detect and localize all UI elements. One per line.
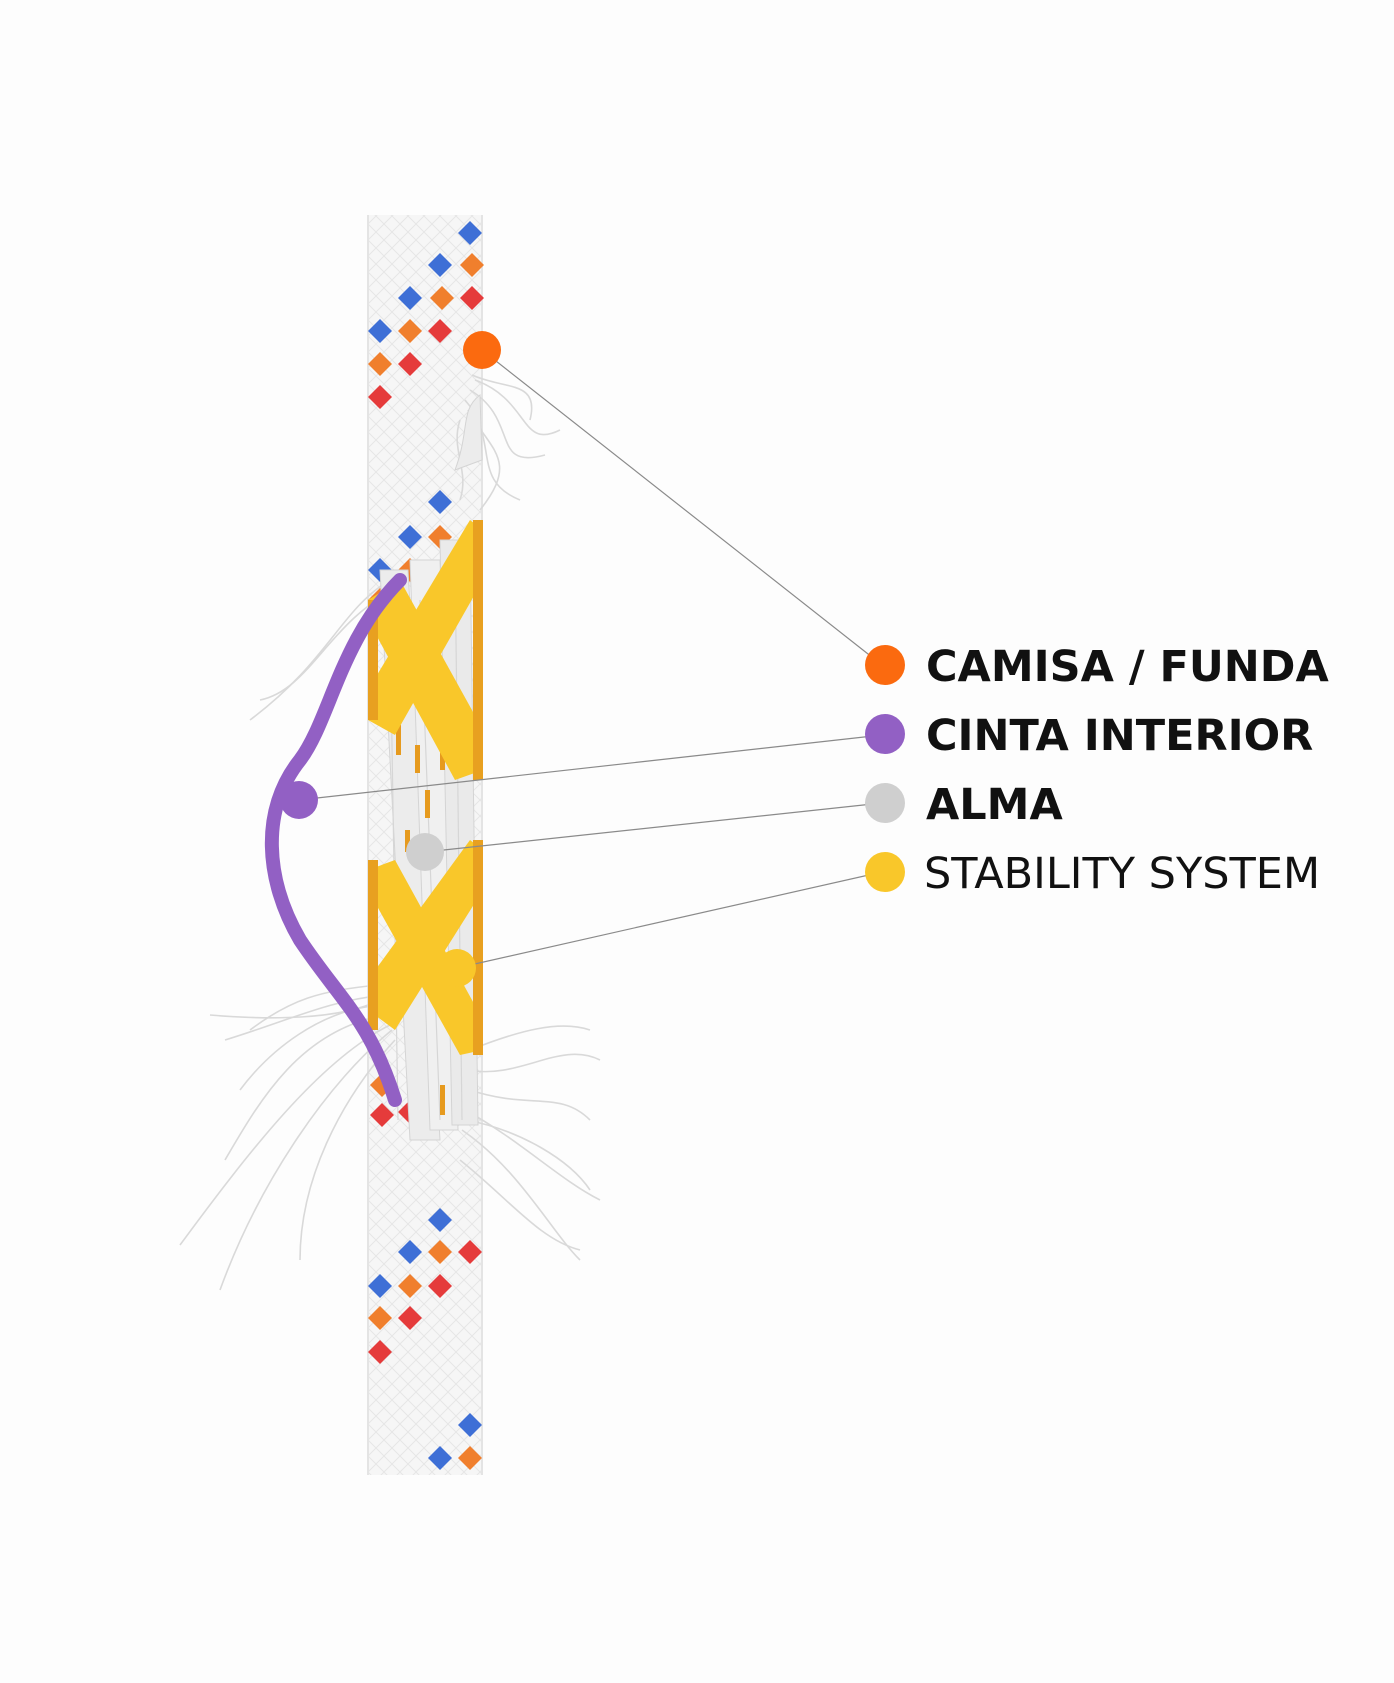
pattern-diamond [428,319,452,343]
callout-dot-camisa [463,331,501,369]
callout-dot-cinta [280,781,318,819]
callout-dot-alma [406,833,444,871]
pattern-diamond [460,253,484,277]
pattern-diamond [368,385,392,409]
legend-item-cinta: CINTA INTERIOR [865,711,1313,761]
dot-orange-icon [865,645,905,685]
pattern-diamond [368,1340,392,1364]
pattern-diamond [430,286,454,310]
leader-line-alma [424,802,883,853]
pattern-diamond [428,490,452,514]
dot-purple-icon [865,714,905,754]
pattern-diamond [458,1446,482,1470]
leader-line-cinta [298,734,883,801]
leader-line-camisa [481,349,883,666]
pattern-diamond [398,319,422,343]
pattern-diamond [458,1413,482,1437]
legend: CAMISA / FUNDA CINTA INTERIOR ALMA STABI… [865,642,1329,899]
inner-tape [264,573,407,1107]
leader-lines [298,349,883,969]
dot-gray-icon [865,783,905,823]
pattern-diamond [398,525,422,549]
pattern-diamond [460,286,484,310]
pattern-diamond [398,352,422,376]
pattern-diamond [428,1274,452,1298]
pattern-diamond [398,1274,422,1298]
legend-label-stability: STABILITY SYSTEM [924,849,1320,899]
legend-item-alma: ALMA [865,780,1063,830]
pattern-diamond [458,1240,482,1264]
pattern-diamond [370,1103,394,1127]
pattern-diamond [398,1240,422,1264]
pattern-diamond [368,319,392,343]
pattern-diamond [398,1306,422,1330]
pattern-diamond [428,253,452,277]
legend-label-cinta: CINTA INTERIOR [926,711,1313,761]
pattern-diamond [368,1306,392,1330]
callout-dot-stability [438,949,476,987]
stability-system-bands [368,520,483,1055]
legend-item-camisa: CAMISA / FUNDA [865,642,1329,692]
legend-label-alma: ALMA [926,780,1063,830]
pattern-diamond [368,352,392,376]
pattern-diamond [398,286,422,310]
legend-item-stability: STABILITY SYSTEM [865,849,1320,899]
leader-line-stability [456,871,883,969]
callout-dots [280,331,501,987]
pattern-diamond [428,1208,452,1232]
pattern-diamond [428,1446,452,1470]
dot-yellow-icon [865,852,905,892]
pattern-diamond [458,221,482,245]
pattern-diamond [368,1274,392,1298]
pattern-diamond [428,1240,452,1264]
legend-label-camisa: CAMISA / FUNDA [926,642,1329,692]
